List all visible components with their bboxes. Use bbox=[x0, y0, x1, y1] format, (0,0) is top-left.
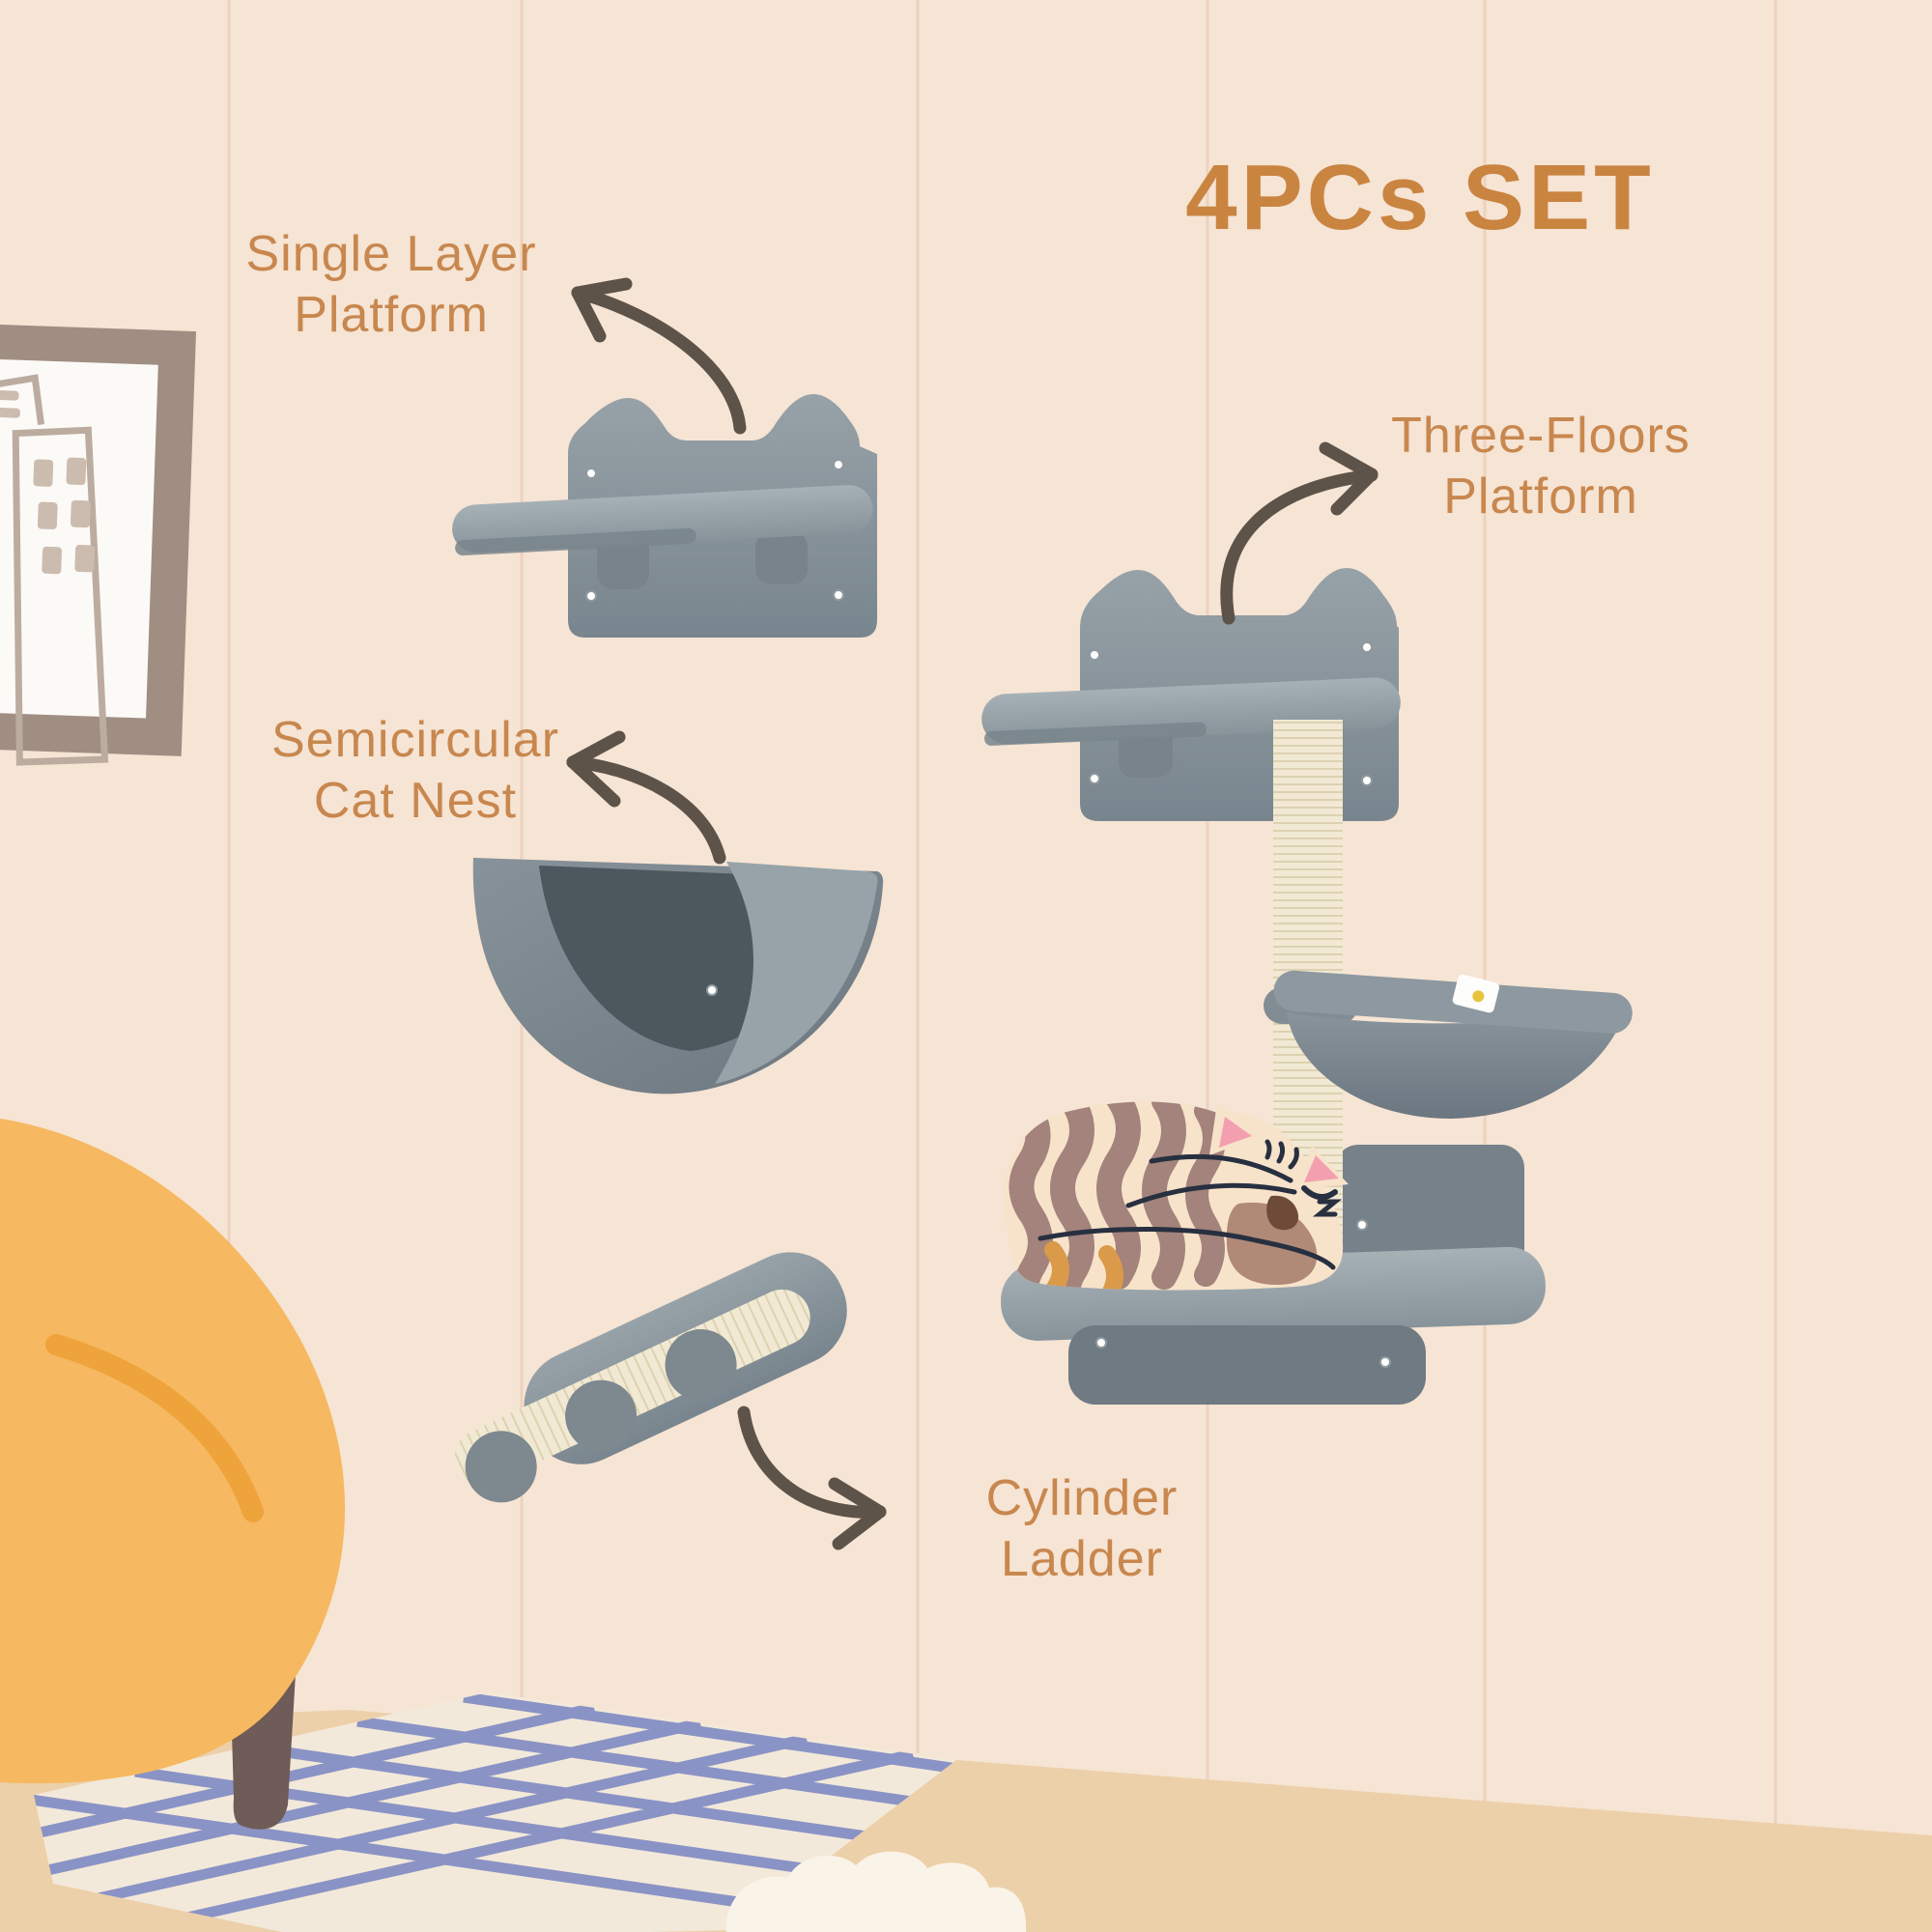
cat-stripes bbox=[1009, 1101, 1226, 1291]
building-windows bbox=[0, 389, 96, 575]
basket-rim bbox=[1273, 970, 1633, 1034]
brand-tag bbox=[1452, 974, 1500, 1013]
arrow-three-floors bbox=[1220, 441, 1378, 625]
cat-tail-line bbox=[1037, 1226, 1336, 1270]
callout-single-layer-platform: Single Layer Platform bbox=[245, 226, 537, 344]
picture-frame bbox=[0, 323, 197, 766]
arrow-single-layer bbox=[571, 277, 747, 435]
arrow-cylinder bbox=[737, 1406, 887, 1550]
mat-grid-lines bbox=[34, 1692, 956, 1932]
nest-front-flap bbox=[715, 862, 878, 1084]
product-single-layer-platform bbox=[452, 394, 877, 638]
mounting-screws bbox=[1089, 641, 1373, 786]
mounting-screws bbox=[585, 459, 844, 602]
cat-muzzle bbox=[1266, 1195, 1299, 1231]
mounting-screws bbox=[1095, 1219, 1391, 1368]
cat-whisker bbox=[1149, 1153, 1293, 1183]
product-three-floors-platform bbox=[981, 568, 1633, 1405]
shelf-bracket bbox=[755, 531, 808, 584]
armchair-accent bbox=[45, 1334, 264, 1522]
arrow-semicircular bbox=[566, 730, 726, 865]
cat-sleep-z bbox=[1312, 1199, 1343, 1217]
ladder-steps bbox=[465, 1329, 737, 1503]
callout-three-floors-platform: Three-Floors Platform bbox=[1391, 408, 1690, 526]
white-rug bbox=[725, 1851, 1027, 1932]
mounting-screw bbox=[706, 984, 718, 996]
callout-arrows bbox=[566, 277, 1378, 1550]
product-cylinder-ladder bbox=[454, 1252, 847, 1503]
building-sketch bbox=[0, 374, 109, 766]
armchair bbox=[0, 1119, 346, 1830]
basket-bowl bbox=[1287, 1007, 1627, 1119]
cat-whisker bbox=[1125, 1182, 1297, 1208]
callout-cylinder-ladder: Cylinder Ladder bbox=[985, 1470, 1179, 1588]
product-semicircular-nest bbox=[472, 858, 884, 1094]
callout-semicircular-cat-nest: Semicircular Cat Nest bbox=[270, 712, 560, 830]
cat-closed-eye bbox=[1301, 1185, 1338, 1201]
platform-shelf bbox=[452, 485, 873, 556]
bottom-wall-panel bbox=[1068, 1325, 1426, 1405]
set-title: 4PCs SET bbox=[1185, 146, 1655, 249]
cat-face-lines bbox=[1037, 1139, 1343, 1270]
cat-ears bbox=[1209, 1103, 1349, 1190]
cartoon-cat bbox=[1004, 1101, 1349, 1291]
